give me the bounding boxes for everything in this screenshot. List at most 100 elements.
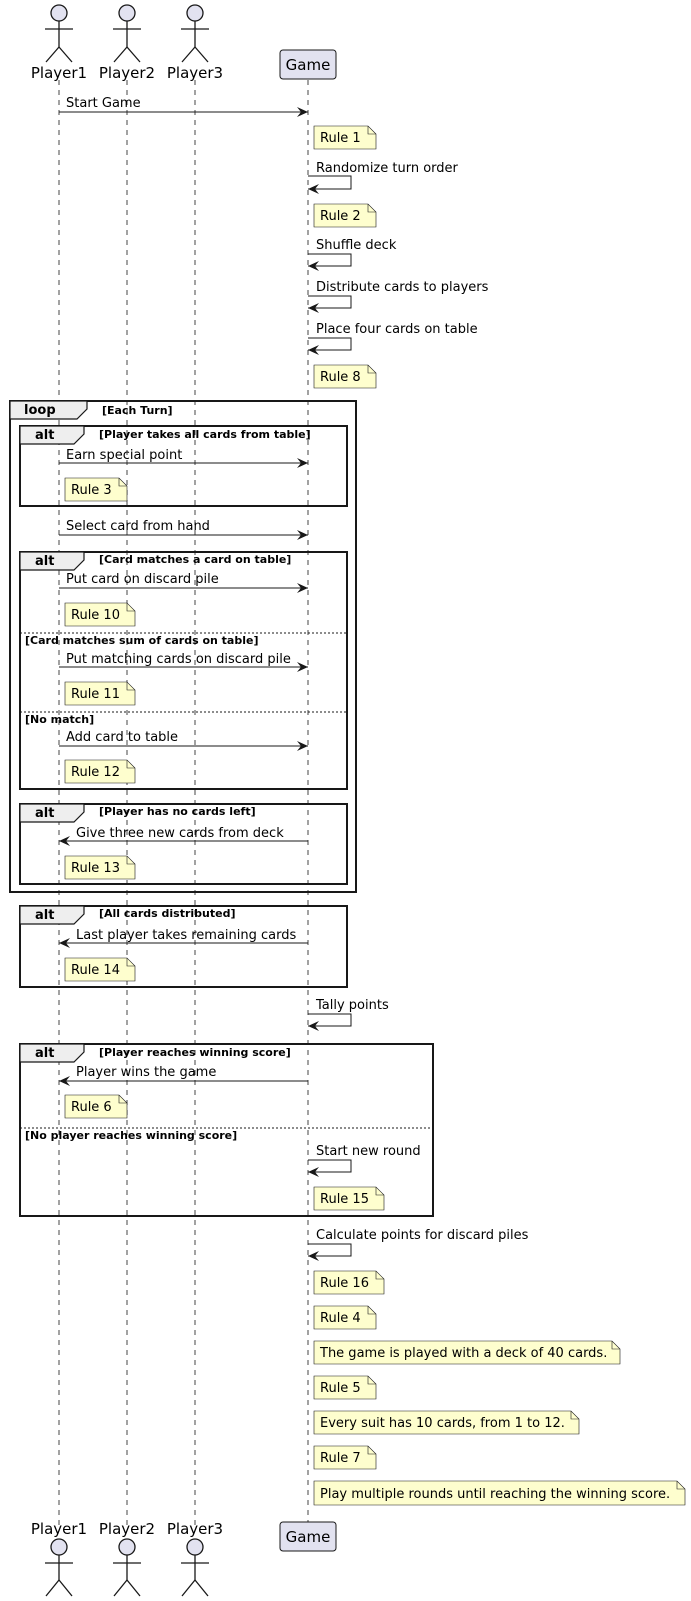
message-label: Put card on discard pile [66, 572, 219, 587]
actor-player2-label-top: Player2 [99, 64, 155, 82]
frame-loop-keyword: loop [24, 403, 56, 418]
frame-alt-all-distributed-guard: [All cards distributed] [99, 907, 236, 920]
message-label: Start Game [66, 96, 141, 111]
actor-stick-figure-icon [181, 1538, 209, 1597]
actor-player1-top: Player1 [31, 4, 87, 82]
note-rule-13: Rule 13 [64, 855, 136, 880]
actor-player2-label-bottom: Player2 [99, 1520, 155, 1538]
message-label: Select card from hand [66, 519, 210, 534]
note-text: Rule 15 [320, 1192, 369, 1207]
message-put-card-discard: Put card on discard pile [59, 572, 308, 593]
note-text: Every suit has 10 cards, from 1 to 12. [320, 1416, 565, 1431]
message-label: Distribute cards to players [316, 280, 489, 295]
note-text: Rule 14 [71, 963, 120, 978]
note-rule-14: Rule 14 [64, 957, 136, 982]
note-text: Rule 7 [320, 1451, 361, 1466]
message-add-card-table: Add card to table [59, 730, 308, 751]
frame-alt-no-cards-guard: [Player has no cards left] [99, 805, 256, 818]
note-text: The game is played with a deck of 40 car… [319, 1346, 607, 1361]
participant-game-label-top: Game [286, 56, 331, 74]
message-start-new-round: Start new round [308, 1144, 421, 1177]
actor-player1-label-bottom: Player1 [31, 1520, 87, 1538]
frame-alt-winning: alt [Player reaches winning score] [No p… [19, 1043, 434, 1217]
actor-stick-figure-icon [181, 4, 209, 63]
message-label: Tally points [315, 998, 389, 1013]
actor-player2-bottom: Player2 [99, 1520, 155, 1597]
message-label: Player wins the game [76, 1065, 216, 1080]
message-label: Last player takes remaining cards [76, 928, 296, 943]
participant-game-bottom: Game [279, 1521, 337, 1552]
note-multiple-rounds: Play multiple rounds until reaching the … [313, 1480, 686, 1506]
note-text: Rule 16 [320, 1276, 369, 1291]
frame-alt-no-cards: alt [Player has no cards left] [19, 803, 348, 885]
message-label: Start new round [316, 1144, 421, 1159]
actor-player1-bottom: Player1 [31, 1520, 87, 1597]
message-tally-points: Tally points [308, 998, 389, 1031]
message-give-three-cards: Give three new cards from deck [59, 826, 308, 846]
frame-alt-no-cards-keyword: alt [35, 806, 54, 821]
message-label: Shuffle deck [316, 238, 397, 253]
frame-alt-card-match-guard: [Card matches a card on table] [99, 553, 291, 566]
participant-game-label-bottom: Game [286, 1528, 331, 1546]
note-rule-6: Rule 6 [64, 1094, 128, 1119]
note-rule-11: Rule 11 [64, 681, 136, 706]
note-text: Rule 2 [320, 209, 361, 224]
message-shuffle-deck: Shuffle deck [308, 238, 397, 271]
note-rule-5: Rule 5 [313, 1375, 377, 1400]
note-rule-10: Rule 10 [64, 602, 136, 627]
note-text: Rule 12 [71, 765, 120, 780]
frame-alt-winning-else-guard: [No player reaches winning score] [25, 1129, 237, 1142]
message-label: Put matching cards on discard pile [66, 652, 291, 667]
note-rule-8: Rule 8 [313, 364, 377, 389]
message-distribute-cards: Distribute cards to players [308, 280, 489, 313]
message-label: Give three new cards from deck [76, 826, 284, 841]
actor-player3-bottom: Player3 [167, 1520, 223, 1597]
note-rule-1: Rule 1 [313, 125, 377, 150]
message-earn-special-point: Earn special point [59, 448, 308, 468]
actor-player3-label-top: Player3 [167, 64, 223, 82]
note-rule-4: Rule 4 [313, 1305, 377, 1330]
frame-alt-winning-keyword: alt [35, 1046, 54, 1061]
frame-alt-card-match-else-guard-1: [Card matches sum of cards on table] [25, 634, 258, 647]
frame-alt-card-match-keyword: alt [35, 554, 54, 569]
message-label: Add card to table [66, 730, 178, 745]
frame-alt-card-match-else-guard-2: [No match] [25, 713, 94, 726]
note-text: Rule 6 [71, 1100, 112, 1115]
message-put-matching-cards: Put matching cards on discard pile [59, 652, 308, 672]
notes: Rule 1 Rule 2 Rule 8 Rule 3 Rule 10 Rule… [64, 125, 686, 1506]
note-text: Rule 8 [320, 370, 361, 385]
frame-loop-guard: [Each Turn] [102, 404, 173, 417]
message-start-game: Start Game [59, 96, 308, 117]
frame-alt-all-distributed-keyword: alt [35, 908, 54, 923]
note-rule-15: Rule 15 [313, 1186, 385, 1211]
note-rule-2: Rule 2 [313, 203, 377, 228]
frame-alt-take-all-guard: [Player takes all cards from table] [99, 428, 311, 441]
actor-stick-figure-icon [45, 1538, 73, 1597]
actor-stick-figure-icon [113, 4, 141, 63]
frame-alt-winning-guard: [Player reaches winning score] [99, 1046, 291, 1059]
message-player-wins: Player wins the game [59, 1065, 308, 1086]
frame-loop: loop [Each Turn] [9, 400, 357, 893]
actor-stick-figure-icon [113, 1538, 141, 1597]
frame-alt-all-distributed: alt [All cards distributed] [19, 905, 348, 988]
frame-alt-take-all-keyword: alt [35, 428, 54, 443]
message-label: Earn special point [66, 448, 182, 463]
message-label: Randomize turn order [316, 161, 459, 176]
note-suit-cards: Every suit has 10 cards, from 1 to 12. [313, 1410, 580, 1435]
note-text: Rule 4 [320, 1311, 361, 1326]
message-label: Calculate points for discard piles [316, 1228, 529, 1243]
note-text: Rule 13 [71, 861, 120, 876]
actor-stick-figure-icon [45, 4, 73, 63]
message-place-four-cards: Place four cards on table [308, 322, 478, 355]
frame-alt-take-all: alt [Player takes all cards from table] [19, 425, 348, 507]
actor-player3-top: Player3 [167, 4, 223, 82]
frame-alt-card-match: alt [Card matches a card on table] [Card… [19, 551, 348, 790]
message-select-card: Select card from hand [59, 519, 308, 540]
note-text: Play multiple rounds until reaching the … [320, 1487, 670, 1502]
note-rule-3: Rule 3 [64, 477, 128, 502]
note-text: Rule 10 [71, 608, 120, 623]
note-deck-40-cards: The game is played with a deck of 40 car… [313, 1340, 621, 1365]
message-randomize-turn-order: Randomize turn order [308, 161, 459, 194]
note-text: Rule 11 [71, 687, 120, 702]
